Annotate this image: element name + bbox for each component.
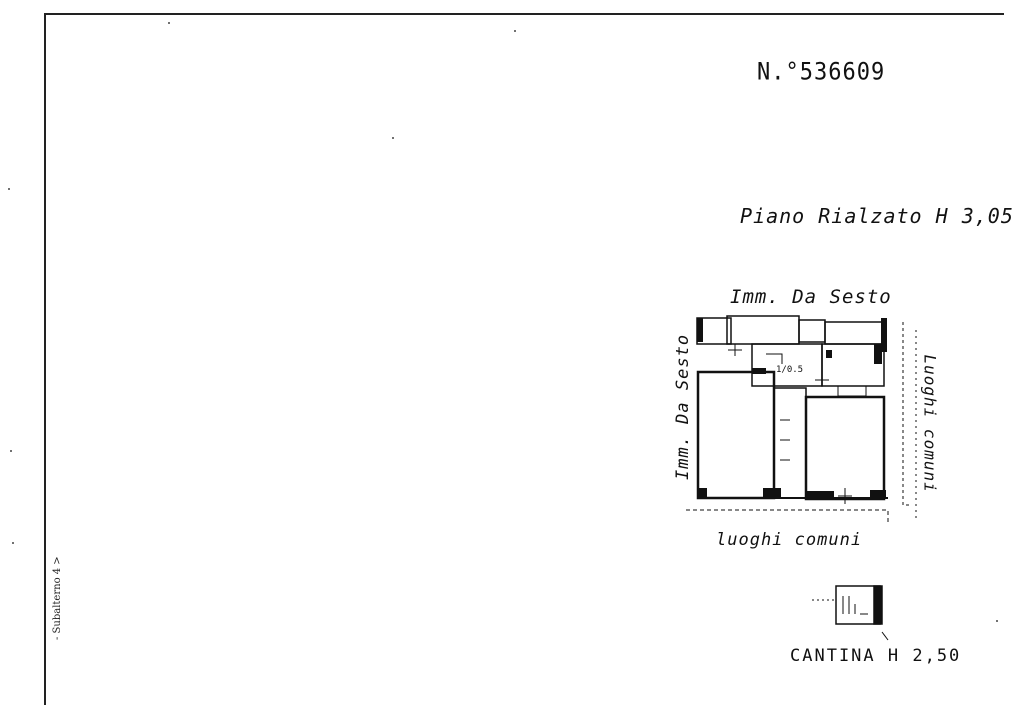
floor-plan-walls (686, 315, 917, 525)
scan-speck (8, 188, 10, 190)
scan-speck (392, 137, 394, 139)
scan-speck (168, 22, 170, 24)
document-number: N.°536609 (757, 58, 886, 87)
scan-speck (10, 450, 12, 452)
document-sheet-border (44, 13, 1004, 705)
cellar-plan (812, 585, 889, 641)
floor-plan-details: 1/0.5 (728, 344, 867, 504)
svg-text:1/0.5: 1/0.5 (776, 365, 803, 375)
scan-speck (514, 30, 516, 32)
floor-plan-drawing: 1/0.5 (686, 315, 917, 641)
scan-speck (996, 620, 998, 622)
top-neighbor-label: Imm. Da Sesto (730, 286, 892, 308)
cellar-label: CANTINA H 2,50 (790, 646, 962, 666)
bottom-common-label: luoghi comuni (716, 530, 863, 550)
floor-label: Piano Rialzato H 3,05 (740, 204, 1014, 228)
scan-speck (12, 542, 14, 544)
floor-plan-pillars (697, 318, 887, 499)
